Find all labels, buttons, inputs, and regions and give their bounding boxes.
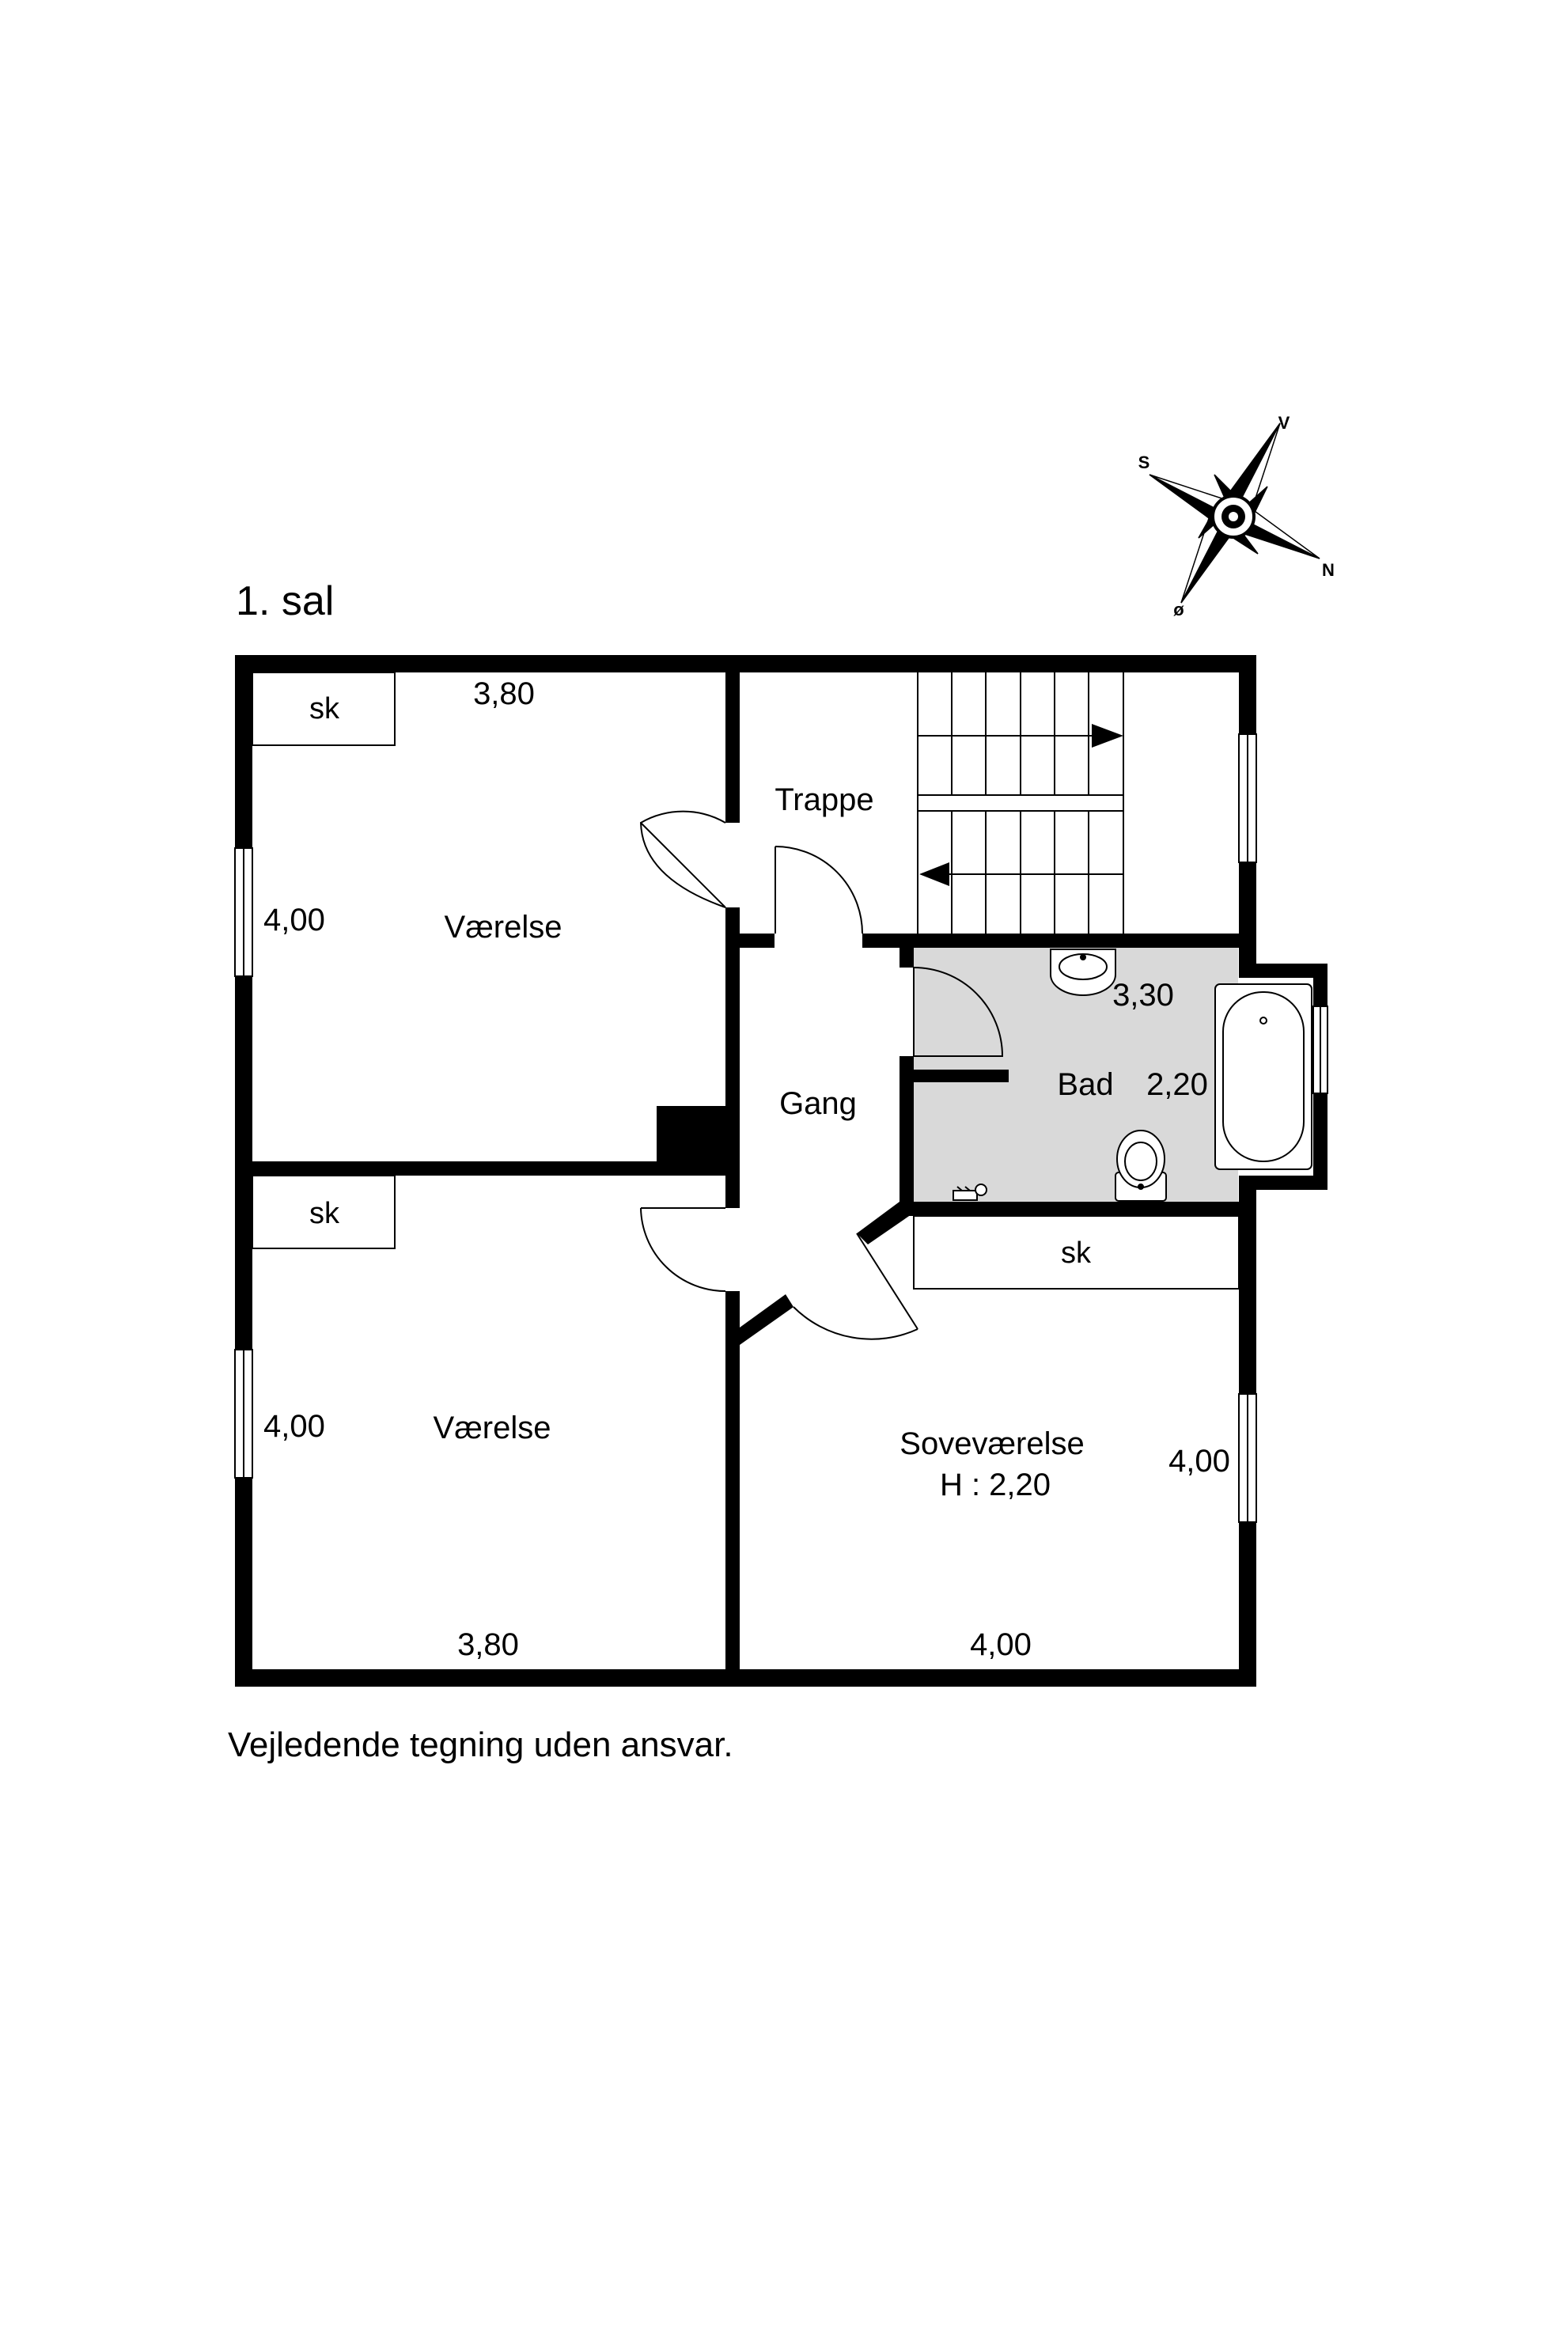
compass-v-label: V xyxy=(1278,413,1290,433)
stairs xyxy=(917,672,1124,934)
bay-wall-bottom xyxy=(1239,1176,1327,1190)
outer-wall-top xyxy=(235,655,1256,672)
chimney xyxy=(657,1106,728,1169)
room-ceiling-height-label: H : 2,20 xyxy=(940,1468,1051,1502)
closet-sovevaerelse xyxy=(913,1215,1240,1290)
wall-diagonal-right xyxy=(857,1202,914,1244)
wall-gang-left-a xyxy=(725,672,740,823)
disclaimer-note: Vejledende tegning uden ansvar. xyxy=(228,1725,733,1764)
bath-fixtures xyxy=(953,949,1312,1202)
windows xyxy=(234,733,1328,1523)
room-width-label: 3,80 xyxy=(473,676,535,711)
room-name-label: Værelse xyxy=(434,1411,551,1445)
pipe-icon xyxy=(953,1184,987,1201)
wall-gang-left-b xyxy=(725,907,740,1208)
closet-label: sk xyxy=(309,692,340,725)
room-name-label: Bad xyxy=(1057,1067,1113,1102)
closet-vaerelse-bottom xyxy=(252,1175,396,1249)
room-name-label: Trappe xyxy=(775,782,873,817)
doors xyxy=(639,810,1004,1340)
room-name-label: Soveværelse xyxy=(900,1426,1084,1461)
room-width-label: 3,80 xyxy=(457,1627,519,1662)
compass-s-label: S xyxy=(1138,453,1150,472)
room-width-label: 4,00 xyxy=(970,1627,1032,1662)
wall-trappe-bottom-b xyxy=(862,934,1256,948)
room-height-label: 4,00 xyxy=(1168,1444,1230,1479)
wall-bath-bottom xyxy=(900,1202,1256,1216)
wall-bath-left-b xyxy=(900,1056,914,1216)
room-height-label: 2,20 xyxy=(1146,1067,1208,1102)
room-height-label: 4,00 xyxy=(263,903,325,937)
stair-arrow-up-icon xyxy=(1092,724,1123,748)
room-width-label: 3,30 xyxy=(1112,978,1174,1013)
room-height-label: 4,00 xyxy=(263,1409,325,1444)
outer-wall-bottom xyxy=(235,1669,1256,1687)
stair-arrow-down-icon xyxy=(919,862,949,886)
compass-rose-icon xyxy=(1149,422,1320,604)
wall-diagonal-left xyxy=(740,1294,793,1345)
wall-trappe-bottom-a xyxy=(740,934,775,948)
floor-title: 1. sal xyxy=(236,578,334,624)
wall-bath-left-a xyxy=(900,934,914,968)
wall-gang-left-c xyxy=(725,1291,740,1687)
closet-label: sk xyxy=(309,1197,340,1230)
room-name-label: Værelse xyxy=(445,910,562,945)
closet-label: sk xyxy=(1061,1237,1092,1270)
closet-vaerelse-top xyxy=(252,672,396,746)
closets xyxy=(252,672,1240,1290)
compass-n-label: N xyxy=(1322,560,1335,580)
wall-bath-stub xyxy=(914,1070,1009,1082)
compass-o-label: ø xyxy=(1173,600,1184,619)
outer-wall-left xyxy=(235,655,252,1687)
bay-wall-top xyxy=(1239,964,1327,978)
room-name-label: Gang xyxy=(779,1086,857,1121)
wall-between-vaerelser xyxy=(252,1161,725,1176)
